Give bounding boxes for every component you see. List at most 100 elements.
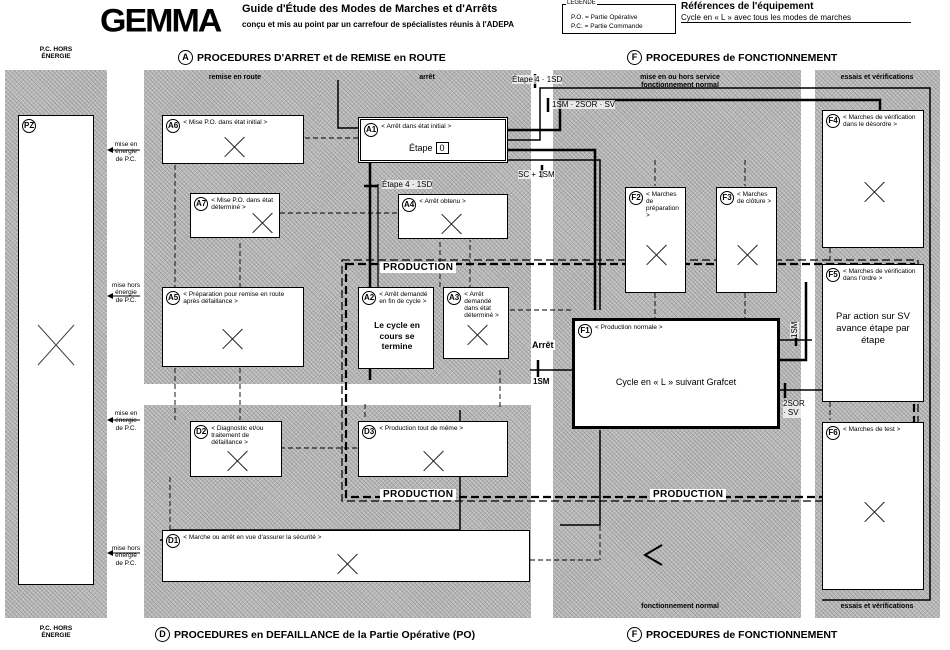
state-f6-id: F6 <box>826 426 840 440</box>
state-a2[interactable]: A2 < Arrêt demandé en fin de cycle > Le … <box>358 287 434 369</box>
legend-po: P.O. = Partie Opérative <box>571 14 638 21</box>
pc-hors-energie-bottom: P.C. HORS ÉNERGIE <box>39 625 73 640</box>
state-a4-id: A4 <box>402 198 417 212</box>
state-f5-id: F5 <box>826 268 840 282</box>
cross-icon <box>339 553 355 569</box>
state-f1-title: < Production normale > <box>595 324 663 331</box>
pc-hors-energie-top: P.C. HORS ÉNERGIE <box>39 46 73 61</box>
label-essais-bottom: essais et vérifications <box>840 603 914 610</box>
state-pz-id: PZ <box>22 119 37 133</box>
label-fonctionnement-normal-bottom: fonctionnement normal <box>641 603 719 610</box>
state-a1-id: A1 <box>364 123 379 137</box>
cross-icon <box>37 324 74 365</box>
state-a6[interactable]: A6 < Mise P.O. dans état initial > <box>162 115 304 164</box>
label-mise-en-energie-2: mise en énergie de P.C. <box>110 410 142 432</box>
state-d2[interactable]: D2 < Diagnostic et/ou traitement de défa… <box>190 421 282 477</box>
condition-sm-sor-sv: 1SM · 2SOR · SV <box>552 100 616 109</box>
mise-en-energie-text: mise en énergie <box>114 410 138 425</box>
state-pz[interactable]: PZ <box>18 115 94 585</box>
state-a7[interactable]: A7 < Mise P.O. dans état déterminé > <box>190 193 280 238</box>
state-f1-body: Cycle en « L » suivant Grafcet <box>615 377 737 387</box>
state-a3-id: A3 <box>447 291 462 305</box>
state-d3[interactable]: D3 < Production tout de même > <box>358 421 508 477</box>
state-d1-id: D1 <box>166 534 181 548</box>
state-f6-title: < Marches de test > <box>843 426 901 433</box>
section-f-letter-bottom: F <box>627 627 642 642</box>
state-a1-etape: Étape 0 <box>409 142 449 154</box>
state-f2-title: < Marches de préparation > <box>646 191 679 220</box>
mise-hors-energie-text: mise hors énergie <box>111 282 141 297</box>
state-a6-id: A6 <box>166 119 181 133</box>
state-f4-title: < Marches de vérification dans le désord… <box>843 114 916 129</box>
cross-icon <box>229 450 245 466</box>
gemma-logo: GEMMA <box>100 2 222 40</box>
state-a6-title: < Mise P.O. dans état initial > <box>183 119 268 126</box>
cross-icon <box>425 450 441 466</box>
state-d1[interactable]: D1 < Marche ou arrêt en vue d'assurer la… <box>162 530 530 582</box>
state-a2-title: < Arrêt demandé en fin de cycle > <box>379 291 428 306</box>
state-f1[interactable]: F1 < Production normale > Cycle en « L »… <box>572 318 780 429</box>
etape-label: Étape <box>409 143 433 153</box>
condition-sor-sv: 2SOR · SV <box>783 399 809 418</box>
state-f4-id: F4 <box>826 114 840 128</box>
state-a1[interactable]: A1 < Arrêt dans état initial > Étape 0 <box>358 117 508 163</box>
state-f2[interactable]: F2 < Marches de préparation > <box>625 187 686 293</box>
state-f3[interactable]: F3 < Marches de clôture > <box>716 187 777 293</box>
label-remise-en-route: remise en route <box>208 74 262 81</box>
production-label-bottom-left: PRODUCTION <box>380 489 457 500</box>
label-arret: arrêt <box>419 74 435 81</box>
condition-ssm: 1SM <box>790 321 799 338</box>
de-pc-text: de P.C. <box>115 155 137 163</box>
state-f6[interactable]: F6 < Marches de test > <box>822 422 924 590</box>
header-title: Guide d'Étude des Modes de Marches et d'… <box>242 3 498 15</box>
state-d3-title: < Production tout de même > <box>379 425 464 432</box>
cross-icon <box>859 181 889 211</box>
state-a5-id: A5 <box>166 291 181 305</box>
cross-icon <box>255 212 269 226</box>
section-d-letter: D <box>155 627 170 642</box>
label-mise-hors-energie-1: mise hors énergie de P.C. <box>110 282 142 304</box>
state-a7-id: A7 <box>194 197 209 211</box>
state-f2-id: F2 <box>629 191 643 205</box>
cross-icon <box>469 324 485 340</box>
state-d3-id: D3 <box>362 425 377 439</box>
section-f-text: PROCEDURES de FONCTIONNEMENT <box>646 51 838 64</box>
de-pc-text: de P.C. <box>115 559 137 567</box>
state-f3-title: < Marches de clôture > <box>737 191 772 206</box>
state-a7-title: < Mise P.O. dans état déterminé > <box>211 197 274 212</box>
section-f-title-top: F PROCEDURES de FONCTIONNEMENT <box>627 50 837 65</box>
condition-sc-1sm: SC + 1SM <box>518 170 555 179</box>
legend-box: LEGENDE P.O. = Partie Opérative P.C. = P… <box>562 0 676 34</box>
etape-value: 0 <box>435 142 449 154</box>
state-a4-title: < Arrêt obtenu > <box>419 198 466 205</box>
state-a5[interactable]: A5 < Préparation pour remise en route ap… <box>162 287 304 367</box>
state-f5[interactable]: F5 < Marches de vérification dans l'ordr… <box>822 264 924 402</box>
state-f4[interactable]: F4 < Marches de vérification dans le dés… <box>822 110 924 248</box>
cross-icon <box>218 328 246 356</box>
section-d-text: PROCEDURES en DEFAILLANCE de la Partie O… <box>174 628 476 641</box>
state-a3[interactable]: A3 < Arrêt demandé dans état déterminé > <box>443 287 509 359</box>
section-f-text-bottom: PROCEDURES de FONCTIONNEMENT <box>646 628 838 641</box>
cross-icon <box>733 244 761 272</box>
label-essais-top: essais et vérifications <box>840 74 914 81</box>
state-f5-title: < Marches de vérification dans l'ordre > <box>843 268 916 283</box>
mise-en-energie-text: mise en énergie <box>114 141 138 156</box>
state-a5-title: < Préparation pour remise en route après… <box>183 291 285 306</box>
state-f5-body: Par action sur SV avance étape par étape <box>836 311 910 346</box>
production-label-bottom-right: PRODUCTION <box>650 489 727 500</box>
condition-etape4-1sd-mid: Étape 4 · 1SD <box>382 180 433 189</box>
state-d1-title: < Marche ou arrêt en vue d'assurer la sé… <box>183 534 322 541</box>
section-a-text: PROCEDURES D'ARRET et de REMISE en ROUTE <box>197 51 446 64</box>
state-a4[interactable]: A4 < Arrêt obtenu > <box>398 194 508 239</box>
de-pc-text: de P.C. <box>115 296 137 304</box>
state-pz-header: PZ <box>22 119 90 133</box>
ref-title: Références de l'équipement <box>681 1 814 12</box>
section-f-title-bottom: F PROCEDURES de FONCTIONNEMENT <box>627 627 837 642</box>
state-a1-title: < Arrêt dans état initial > <box>381 123 452 130</box>
state-a2-body: Le cycle en cours se termine <box>374 320 420 352</box>
cross-icon <box>857 501 891 535</box>
header-subtitle: conçu et mis au point par un carrefour d… <box>242 20 515 29</box>
state-f1-id: F1 <box>578 324 592 338</box>
state-f3-id: F3 <box>720 191 734 205</box>
cross-icon <box>443 213 459 229</box>
